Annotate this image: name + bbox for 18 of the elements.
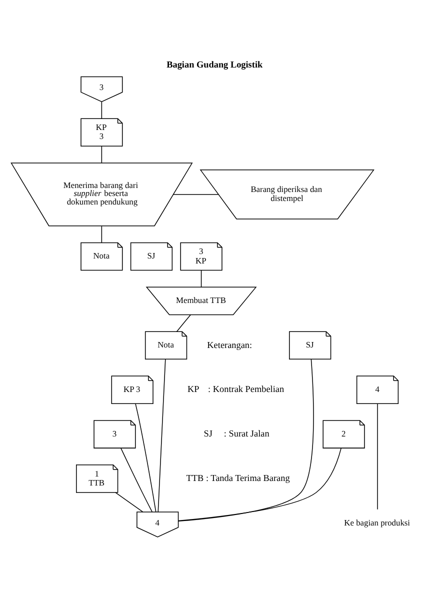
- label: Keterangan:: [207, 339, 252, 350]
- connector: [176, 314, 191, 332]
- diagram-title: Bagian Gudang Logistik: [166, 59, 263, 70]
- node-text: Ke bagian produksi: [344, 516, 410, 527]
- connector: [115, 492, 144, 512]
- connector: [200, 270, 202, 288]
- connector: [158, 358, 166, 512]
- connector: [178, 447, 342, 521]
- connector: [135, 402, 156, 512]
- connector: [101, 225, 102, 243]
- connector: [101, 145, 102, 163]
- connector: [178, 358, 314, 521]
- label: TTB : Tanda Terima Barang: [186, 472, 290, 483]
- connector: [377, 402, 378, 510]
- connector: [120, 447, 153, 512]
- connector: [101, 100, 102, 118]
- label: SJ : Surat Jalan: [204, 428, 270, 438]
- label: KP : Kontrak Pembelian: [187, 384, 284, 394]
